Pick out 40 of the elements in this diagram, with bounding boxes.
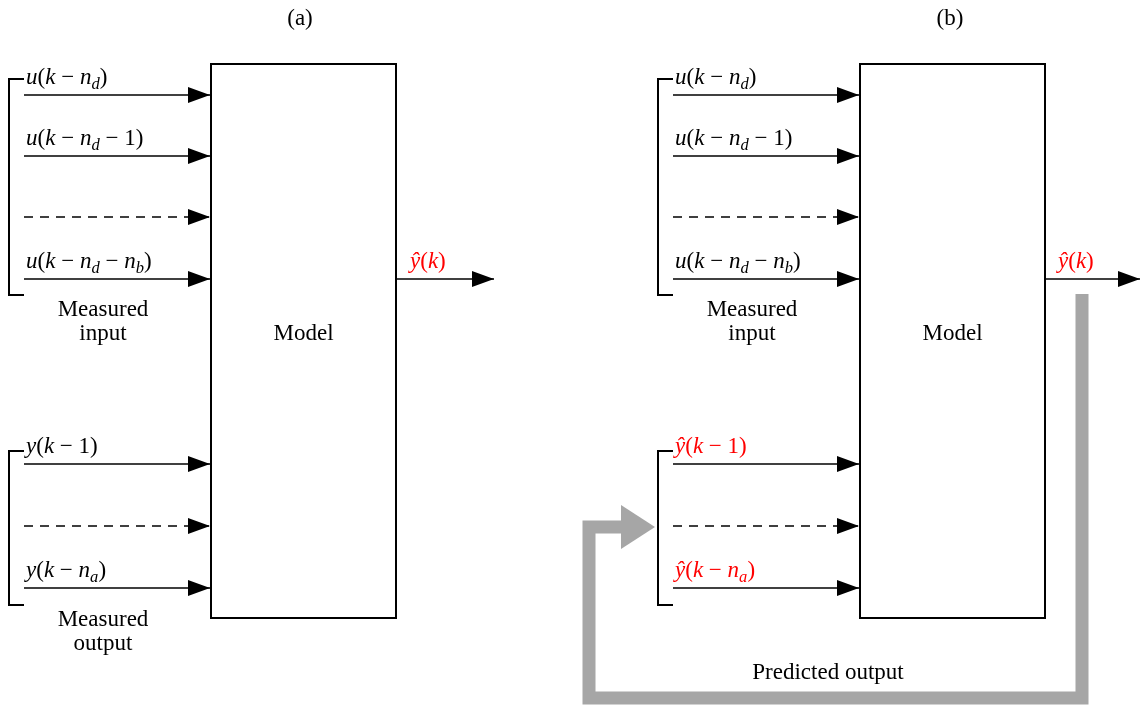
box-label: Model xyxy=(273,320,334,346)
edge-label: u(k − n$_{d}$) xyxy=(675,65,757,88)
edge-label: u(k − n$_{d}$ − n$_{b}$) xyxy=(26,249,152,272)
arrow xyxy=(396,271,495,287)
arrow xyxy=(1045,271,1141,287)
text-label: (a) xyxy=(286,6,314,30)
edge-label: u(k − n$_{d}$ − 1) xyxy=(675,126,793,149)
box-label: Model xyxy=(922,320,983,346)
arrow xyxy=(672,209,860,225)
model-box xyxy=(859,63,1046,619)
arrow xyxy=(672,580,860,596)
arrow xyxy=(23,271,211,287)
arrow xyxy=(23,456,211,472)
edge-label: ŷ(k − 1) xyxy=(675,434,747,457)
edge-label: y(k − n$_{a}$) xyxy=(26,558,107,581)
edge-label: u(k − n$_{d}$) xyxy=(26,65,108,88)
group-label: Measured input xyxy=(56,297,150,345)
arrow xyxy=(672,87,860,103)
edge-label: ŷ(k − n$_{a}$) xyxy=(675,558,756,581)
edge-label: ŷ(k) xyxy=(1058,249,1094,272)
arrow xyxy=(23,580,211,596)
arrow xyxy=(23,209,211,225)
edge-label: ŷ(k) xyxy=(410,249,446,272)
edge-label: u(k − n$_{d}$ − n$_{b}$) xyxy=(675,249,801,272)
arrow xyxy=(23,87,211,103)
arrow xyxy=(23,148,211,164)
text-label: (b) xyxy=(935,6,965,30)
group-label: Measured input xyxy=(705,297,799,345)
feedback-arrow xyxy=(582,294,1089,705)
model-box xyxy=(210,63,397,619)
arrow xyxy=(672,456,860,472)
text-label: Predicted output xyxy=(751,660,905,684)
arrow xyxy=(23,518,211,534)
arrow xyxy=(672,518,860,534)
bracket xyxy=(657,450,673,606)
arrow xyxy=(672,148,860,164)
edge-label: y(k − 1) xyxy=(26,434,98,457)
group-label: Measured output xyxy=(56,607,150,655)
edge-label: u(k − n$_{d}$ − 1) xyxy=(26,126,144,149)
arrow xyxy=(672,271,860,287)
